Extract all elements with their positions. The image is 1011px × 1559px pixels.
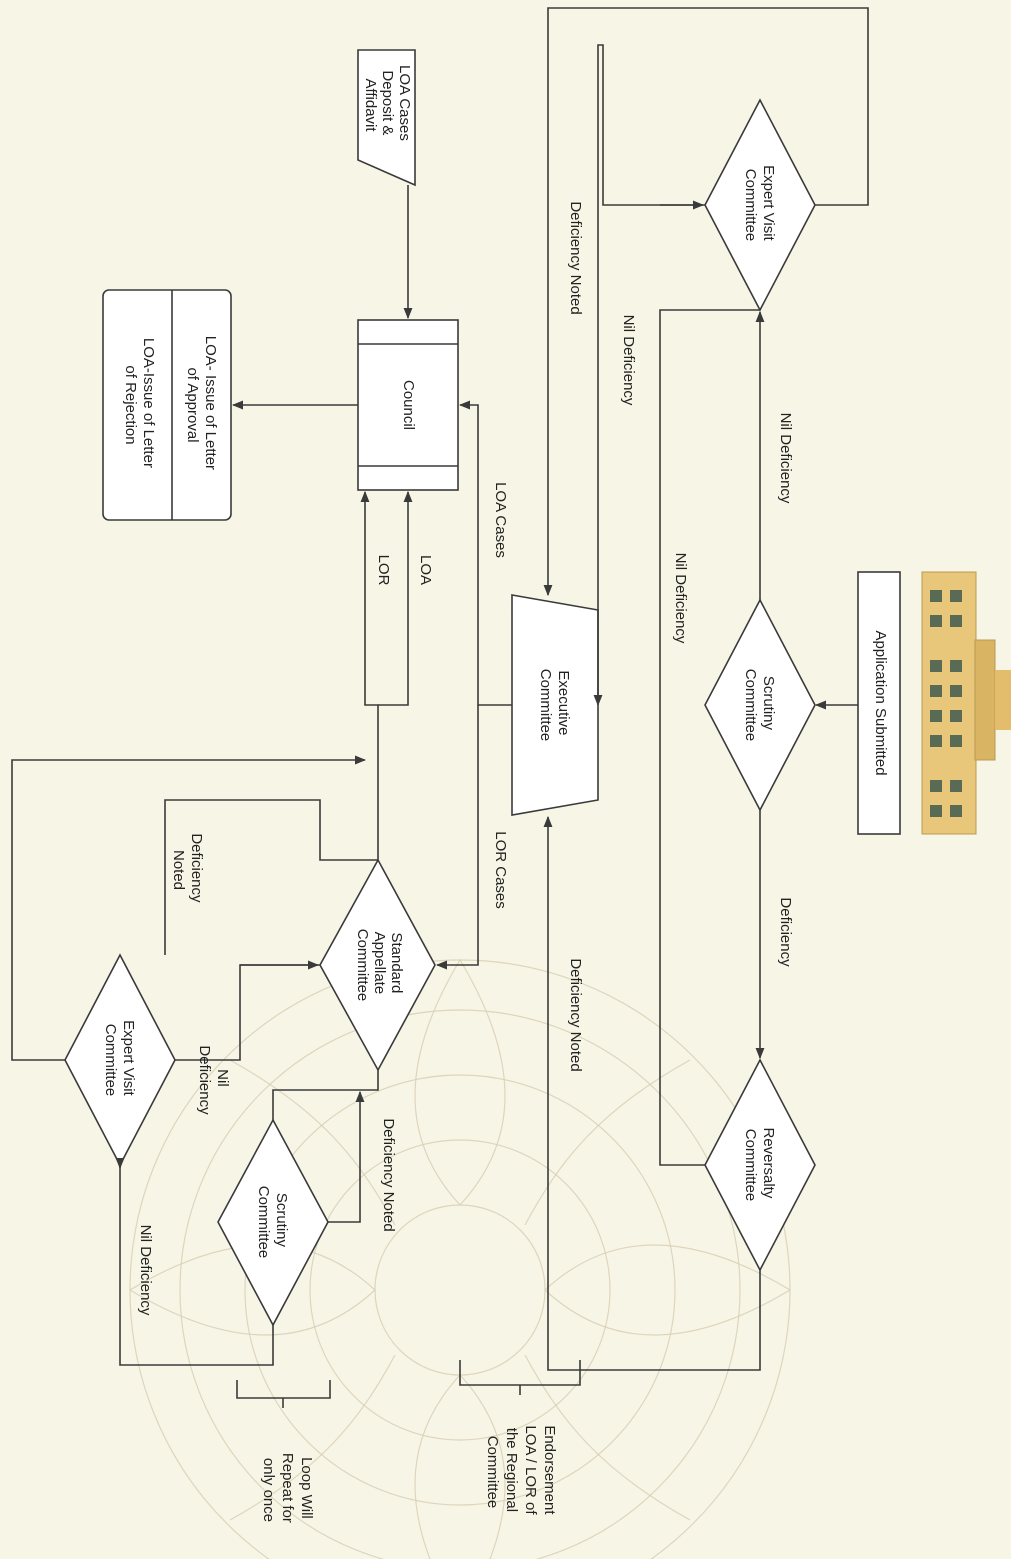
loa-outcome-box (102, 289, 232, 521)
nil-deficiency-bottom-label: Nil Deficiency (137, 1225, 154, 1316)
deficiency-right-label: Deficiency (777, 897, 794, 967)
lor-label: LOR (375, 555, 392, 586)
deficiency-noted-left-label: Deficiency Noted (170, 833, 205, 906)
loa-label: LOA (417, 555, 434, 585)
scrutiny-committee-bottom-label: Scrutiny Committee (255, 1186, 290, 1259)
loa-cases-label: LOA Cases (492, 482, 509, 558)
application-submitted-box (857, 571, 901, 835)
deficiency-noted-loop-label: Deficiency Noted (380, 1118, 397, 1231)
standard-appellate-committee-label: Standard Appellate Committee (354, 929, 405, 1002)
executive-committee-shape (511, 594, 599, 816)
expert-visit-committee-bottom-label: Expert Visit Committee (102, 1020, 137, 1100)
council-box (357, 319, 459, 491)
scrutiny-committee-bottom-diamond (217, 1118, 329, 1327)
loop-repeat-note: Loop Will Repeat for only once (260, 1453, 315, 1527)
nil-deficiency-mid-label: Nil Deficiency (672, 553, 689, 644)
expert-visit-committee-bottom-diamond (64, 953, 176, 1167)
nil-deficiency-right-label: Nil Deficiency (777, 413, 794, 504)
background-ornament (128, 958, 792, 1559)
nil-deficiency-left-label: Nil Deficiency (196, 1045, 231, 1115)
executive-committee-label: Executive Committee (537, 669, 572, 742)
loa-cases-deposit-label: LOA Cases Deposit & Affidavit (362, 65, 413, 145)
nil-deficiency-exec-label: Nil Deficiency (620, 315, 637, 406)
endorsement-note: Endorsement LOA / LOR of the Regional Co… (484, 1425, 558, 1518)
expert-visit-committee-top-label: Expert Visit Committee (742, 165, 777, 245)
loa-rejection-label: LOA-Issue of Letter of Rejection (122, 338, 157, 472)
application-submitted-label: Application Submitted (872, 630, 889, 775)
loa-cases-deposit-shape (357, 49, 416, 187)
reversal-committee-label: Reversalty Committee (742, 1127, 777, 1202)
loa-approval-label: LOA- Issue of Letter of Approval (184, 336, 219, 474)
scrutiny-committee-top-diamond (704, 598, 816, 812)
connectors (11, 7, 869, 1408)
expert-visit-committee-top-diamond (704, 98, 816, 312)
scrutiny-committee-top-label: Scrutiny Committee (742, 669, 777, 742)
deficiency-noted-mid-label: Deficiency Noted (567, 958, 584, 1071)
building-illustration (921, 571, 1011, 835)
reversal-committee-diamond (704, 1058, 816, 1272)
lor-cases-label: LOR Cases (492, 831, 509, 909)
deficiency-noted-top-label: Deficiency Noted (567, 201, 584, 314)
council-label: Council (400, 380, 417, 430)
